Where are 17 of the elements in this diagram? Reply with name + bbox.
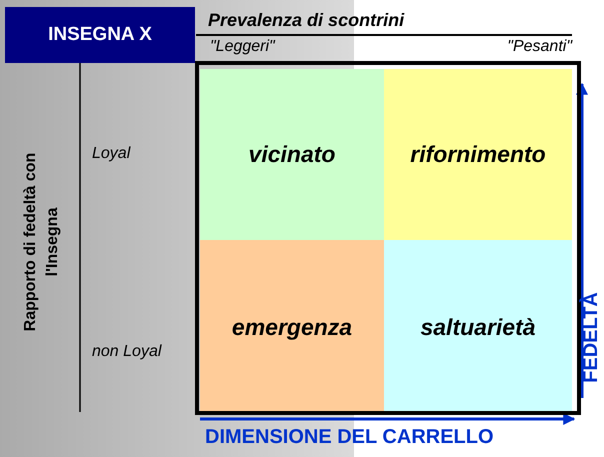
title-box: [5, 7, 195, 63]
axis-label: DIMENSIONE DEL CARRELLO: [205, 426, 494, 449]
axis-heading: Prevalenza di scontrini: [208, 10, 404, 31]
column-label: "Leggeri": [210, 38, 275, 56]
quadrant-label: saltuarietà: [420, 314, 536, 341]
quadrant-label: rifornimento: [410, 141, 546, 168]
quadrant-box: [384, 69, 572, 240]
quadrant-label: vicinato: [248, 141, 336, 168]
column-label: "Pesanti": [507, 38, 572, 56]
row-label: non Loyal: [92, 343, 162, 361]
quadrant-label: emergenza: [232, 314, 352, 341]
title-text: INSEGNA X: [48, 24, 152, 46]
quadrant-box: [200, 69, 384, 240]
quadrant-box: [200, 240, 384, 411]
axis-heading: Rapporto di fedeltà con l'Insegna: [21, 152, 62, 334]
row-label: Loyal: [92, 145, 130, 163]
quadrant-box: [384, 240, 572, 411]
